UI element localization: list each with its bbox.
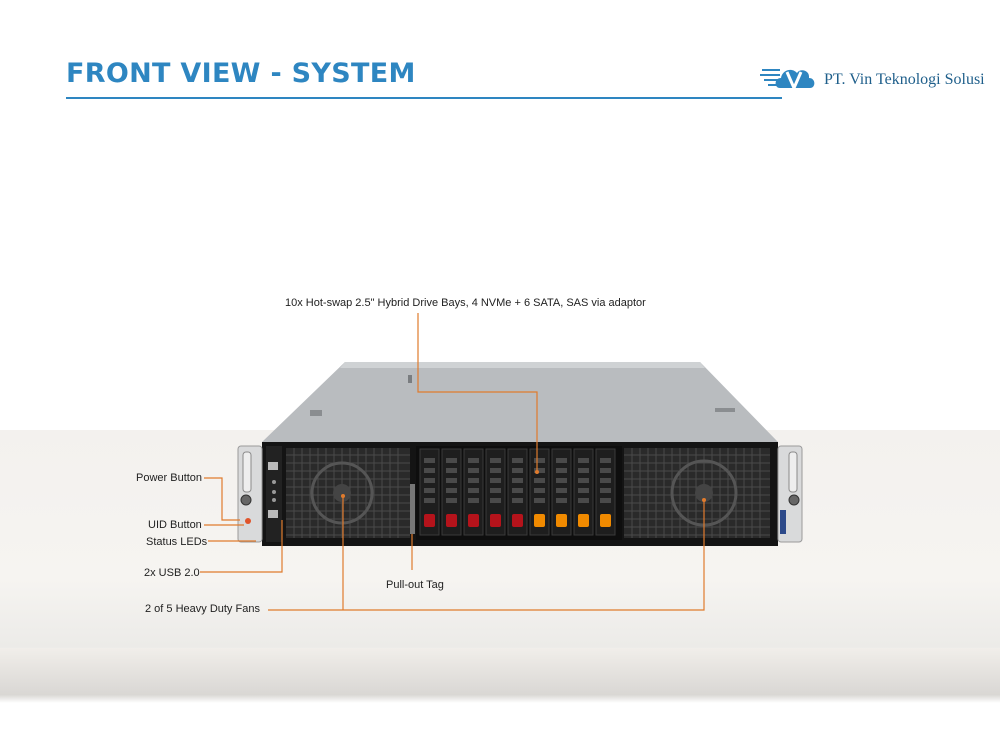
callout-pull-out-tag: Pull-out Tag <box>386 579 444 591</box>
drive-vent <box>446 458 457 463</box>
drive-release-tab <box>446 514 457 527</box>
drive-vent <box>578 458 589 463</box>
drive-vent <box>490 468 501 473</box>
drive-vent <box>424 478 435 483</box>
drive-vent <box>578 498 589 503</box>
drive-vent <box>512 498 523 503</box>
drive-vent <box>556 488 567 493</box>
callout-status-leds: Status LEDs <box>146 536 208 548</box>
drive-vent <box>600 498 611 503</box>
drive-vent <box>424 488 435 493</box>
callout-fans: 2 of 5 Heavy Duty Fans <box>145 603 260 615</box>
drive-vent <box>600 468 611 473</box>
drive-vent <box>468 468 479 473</box>
drive-vent <box>600 458 611 463</box>
drive-vent <box>424 498 435 503</box>
drive-vent <box>446 478 457 483</box>
drive-vent <box>534 468 545 473</box>
drive-vent <box>534 488 545 493</box>
callout-usb: 2x USB 2.0 <box>144 567 200 579</box>
drive-vent <box>512 488 523 493</box>
cloud-v-logo-icon <box>760 69 815 92</box>
drive-release-tab <box>490 514 501 527</box>
drive-vent <box>534 458 545 463</box>
drive-vent <box>424 458 435 463</box>
drive-vent <box>446 498 457 503</box>
uid-led-icon <box>245 518 251 524</box>
drive-vent <box>512 478 523 483</box>
drive-vent <box>490 458 501 463</box>
drive-vent <box>578 488 589 493</box>
page-title: FRONT VIEW - SYSTEM <box>66 58 416 89</box>
drive-release-tab <box>556 514 567 527</box>
drive-release-tab <box>578 514 589 527</box>
drive-release-tab <box>468 514 479 527</box>
drive-vent <box>600 478 611 483</box>
drive-vent <box>468 478 479 483</box>
title-underline <box>66 97 782 99</box>
drive-release-tab <box>424 514 435 527</box>
drive-vent <box>556 478 567 483</box>
drive-vent <box>468 458 479 463</box>
background-band-shadow <box>0 648 1000 703</box>
drive-vent <box>512 468 523 473</box>
drive-vent <box>446 488 457 493</box>
drive-release-tab <box>600 514 611 527</box>
drive-vent <box>424 468 435 473</box>
callout-power-button: Power Button <box>136 472 203 484</box>
drive-vent <box>578 468 589 473</box>
drive-vent <box>490 498 501 503</box>
leader-lines <box>200 313 705 611</box>
drive-vent <box>534 478 545 483</box>
drive-vent <box>578 478 589 483</box>
chassis-top <box>262 362 778 442</box>
drive-vent <box>600 488 611 493</box>
drive-release-tab <box>534 514 545 527</box>
drive-vent <box>512 458 523 463</box>
drive-release-tab <box>512 514 523 527</box>
drive-vent <box>446 468 457 473</box>
pull-out-tag <box>410 484 415 534</box>
drive-vent <box>468 488 479 493</box>
drive-vent <box>556 468 567 473</box>
callout-drive-bays: 10x Hot-swap 2.5" Hybrid Drive Bays, 4 N… <box>285 297 646 309</box>
drive-vent <box>468 498 479 503</box>
drive-vent <box>534 498 545 503</box>
drive-vent <box>490 488 501 493</box>
company-name: PT. Vin Teknologi Solusi <box>824 71 985 88</box>
callout-uid-button: UID Button <box>148 519 202 531</box>
drive-vent <box>490 478 501 483</box>
drive-vent <box>556 498 567 503</box>
drive-vent <box>556 458 567 463</box>
